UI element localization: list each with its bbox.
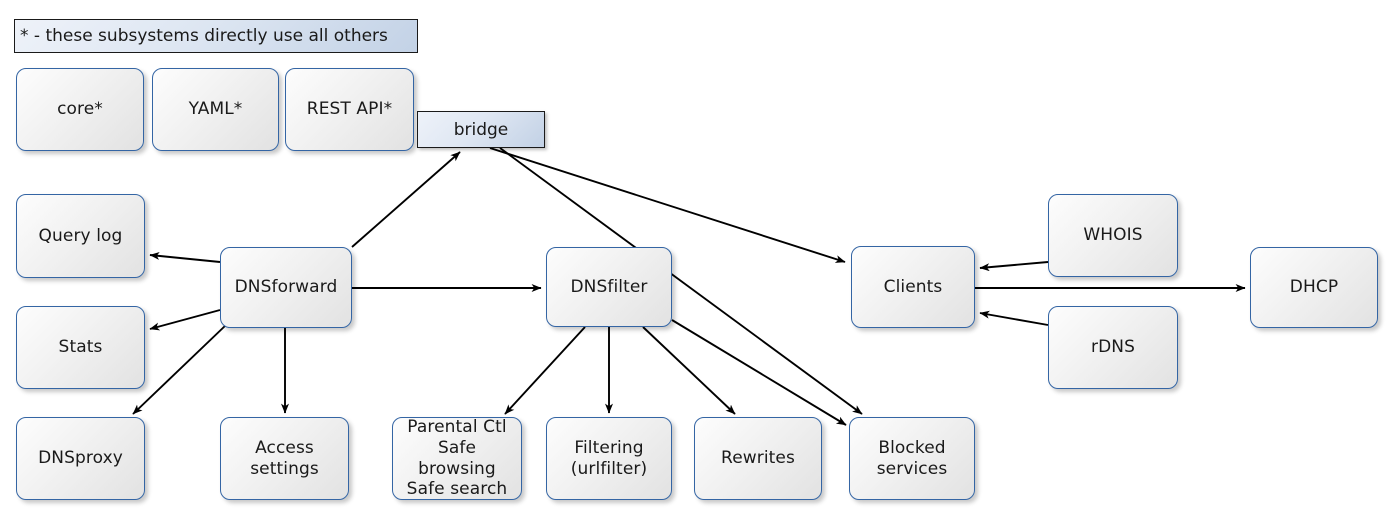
node-whois[interactable]: WHOIS [1048, 194, 1178, 277]
node-dnsfilter[interactable]: DNSfilter [546, 247, 672, 327]
edge-whois-to-clients [979, 261, 1049, 272]
node-restapi[interactable]: REST API* [285, 68, 414, 151]
edge-dnsfilter-to-rewrites [642, 326, 736, 415]
node-label-dnsforward: DNSforward [234, 277, 338, 298]
legend-text: * - these subsystems directly use all ot… [20, 26, 388, 46]
node-stats[interactable]: Stats [16, 306, 145, 389]
edge-dnsfilter-to-parental [504, 326, 586, 415]
edge-dnsfilter-to-blocked [671, 319, 847, 426]
edge-dnsforward-to-stats [149, 309, 221, 331]
node-label-bridge: bridge [453, 119, 509, 140]
edge-dnsforward-to-dnsproxy [132, 318, 233, 415]
node-filtering[interactable]: Filtering(urlfilter) [546, 417, 672, 500]
node-label-filtering: Filtering(urlfilter) [570, 437, 648, 479]
node-bridge[interactable]: bridge [417, 111, 545, 148]
node-querylog[interactable]: Query log [16, 194, 145, 278]
edge-bridge-to-clients [489, 147, 846, 263]
node-label-dnsproxy: DNSproxy [38, 448, 123, 469]
node-yaml[interactable]: YAML* [152, 68, 279, 151]
node-label-yaml: YAML* [188, 99, 243, 120]
node-label-clients: Clients [883, 276, 943, 297]
node-rdns[interactable]: rDNS [1048, 306, 1178, 389]
legend-box: * - these subsystems directly use all ot… [14, 19, 418, 53]
node-clients[interactable]: Clients [851, 246, 975, 328]
node-label-whois: WHOIS [1083, 225, 1143, 246]
node-label-core: core* [57, 99, 103, 120]
node-label-restapi: REST API* [306, 99, 393, 120]
node-label-stats: Stats [58, 337, 103, 358]
edge-dnsforward-to-bridge [351, 151, 461, 248]
edge-dnsforward-to-querylog [149, 251, 221, 263]
node-core[interactable]: core* [16, 68, 144, 151]
node-dnsforward[interactable]: DNSforward [220, 247, 352, 328]
node-label-rdns: rDNS [1091, 337, 1135, 358]
node-dnsproxy[interactable]: DNSproxy [16, 417, 145, 500]
node-label-dhcp: DHCP [1289, 277, 1339, 298]
node-rewrites[interactable]: Rewrites [694, 417, 822, 500]
node-label-dnsfilter: DNSfilter [570, 276, 648, 297]
node-label-rewrites: Rewrites [721, 448, 795, 469]
edge-rdns-to-clients [979, 310, 1049, 326]
node-dhcp[interactable]: DHCP [1250, 247, 1378, 328]
node-label-querylog: Query log [38, 225, 123, 246]
